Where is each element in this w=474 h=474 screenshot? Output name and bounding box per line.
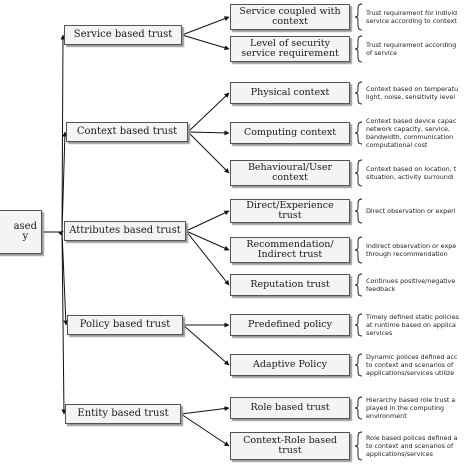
subcategory-node-4-2: Adaptive Policy <box>230 354 350 376</box>
note-brace-2-3 <box>354 159 363 187</box>
subcategory-node-5-2: Context-Role based trust <box>230 432 350 460</box>
subcategory-node-3-3: Reputation trust <box>230 274 350 296</box>
category-node-3: Attributes based trust <box>64 221 186 241</box>
category-node-1: Service based trust <box>64 25 182 45</box>
note-brace-3-2 <box>354 236 363 264</box>
category-2-to-sub-arrow-2 <box>187 130 230 136</box>
description-note-4-1: Timely defined static policies at runtim… <box>366 313 459 337</box>
description-note-3-2: Indirect observation or expe through rec… <box>366 242 457 258</box>
note-brace-3-1 <box>354 198 363 224</box>
category-2-to-sub-arrow-1 <box>187 92 230 133</box>
note-brace-4-2 <box>354 353 363 377</box>
subcategory-node-4-1: Predefined policy <box>230 314 350 336</box>
description-note-5-1: Hierarchy based role trust a played in t… <box>366 396 456 420</box>
description-note-4-2: Dynamic polices defined acc to context a… <box>366 353 458 377</box>
description-note-2-2: Context based device capac network capac… <box>366 117 457 149</box>
note-brace-1-2 <box>354 35 363 63</box>
description-note-1-2: Trust requirement according of service <box>366 41 457 57</box>
category-1-to-sub-arrow-2 <box>181 34 230 51</box>
subcategory-node-2-2: Computing context <box>230 122 350 144</box>
category-5-to-sub-arrow-1 <box>180 406 230 415</box>
category-node-4: Policy based trust <box>67 315 183 335</box>
category-3-to-sub-arrow-1 <box>185 210 230 232</box>
note-brace-5-2 <box>354 431 363 461</box>
subcategory-node-2-1: Physical context <box>230 82 350 104</box>
description-note-3-1: Direct observation or experi <box>366 207 456 215</box>
description-note-2-3: Context based on location, t situation, … <box>366 165 457 181</box>
subcategory-node-5-1: Role based trust <box>230 397 350 419</box>
root-to-category-arrow-3 <box>58 230 64 236</box>
description-note-1-1: Trust requirement for individ service ac… <box>366 9 458 25</box>
root-node: ased y <box>0 210 42 254</box>
subcategory-node-1-2: Level of security service requirement <box>230 36 350 62</box>
subcategory-node-2-3: Behavioural/User context <box>230 160 350 186</box>
subcategory-node-1-1: Service coupled with context <box>230 4 350 30</box>
category-3-to-sub-arrow-2 <box>185 230 230 251</box>
note-brace-2-1 <box>354 81 363 105</box>
category-node-5: Entity based trust <box>65 404 181 424</box>
category-1-to-sub-arrow-1 <box>181 16 230 36</box>
description-note-2-1: Context based on temperatu light, noise,… <box>366 85 459 101</box>
root-to-category-arrow-2 <box>61 131 68 233</box>
note-brace-1-1 <box>354 3 363 31</box>
root-to-category-arrow-5 <box>61 231 67 415</box>
category-5-to-sub-arrow-2 <box>180 413 230 447</box>
note-brace-2-2 <box>354 121 363 145</box>
note-brace-5-1 <box>354 396 363 420</box>
note-brace-4-1 <box>354 313 363 337</box>
description-note-3-3: Continues positive/negative feedback <box>366 277 456 293</box>
note-brace-3-3 <box>354 273 363 297</box>
category-2-to-sub-arrow-3 <box>187 131 230 174</box>
subcategory-node-3-1: Direct/Experience trust <box>230 199 350 223</box>
description-note-5-2: Role based polices defined a to context … <box>366 434 458 458</box>
category-node-2: Context based trust <box>66 122 188 142</box>
category-3-to-sub-arrow-3 <box>185 230 230 286</box>
category-4-to-sub-arrow-2 <box>182 324 230 366</box>
subcategory-node-3-2: Recommendation/ Indirect trust <box>230 237 350 263</box>
